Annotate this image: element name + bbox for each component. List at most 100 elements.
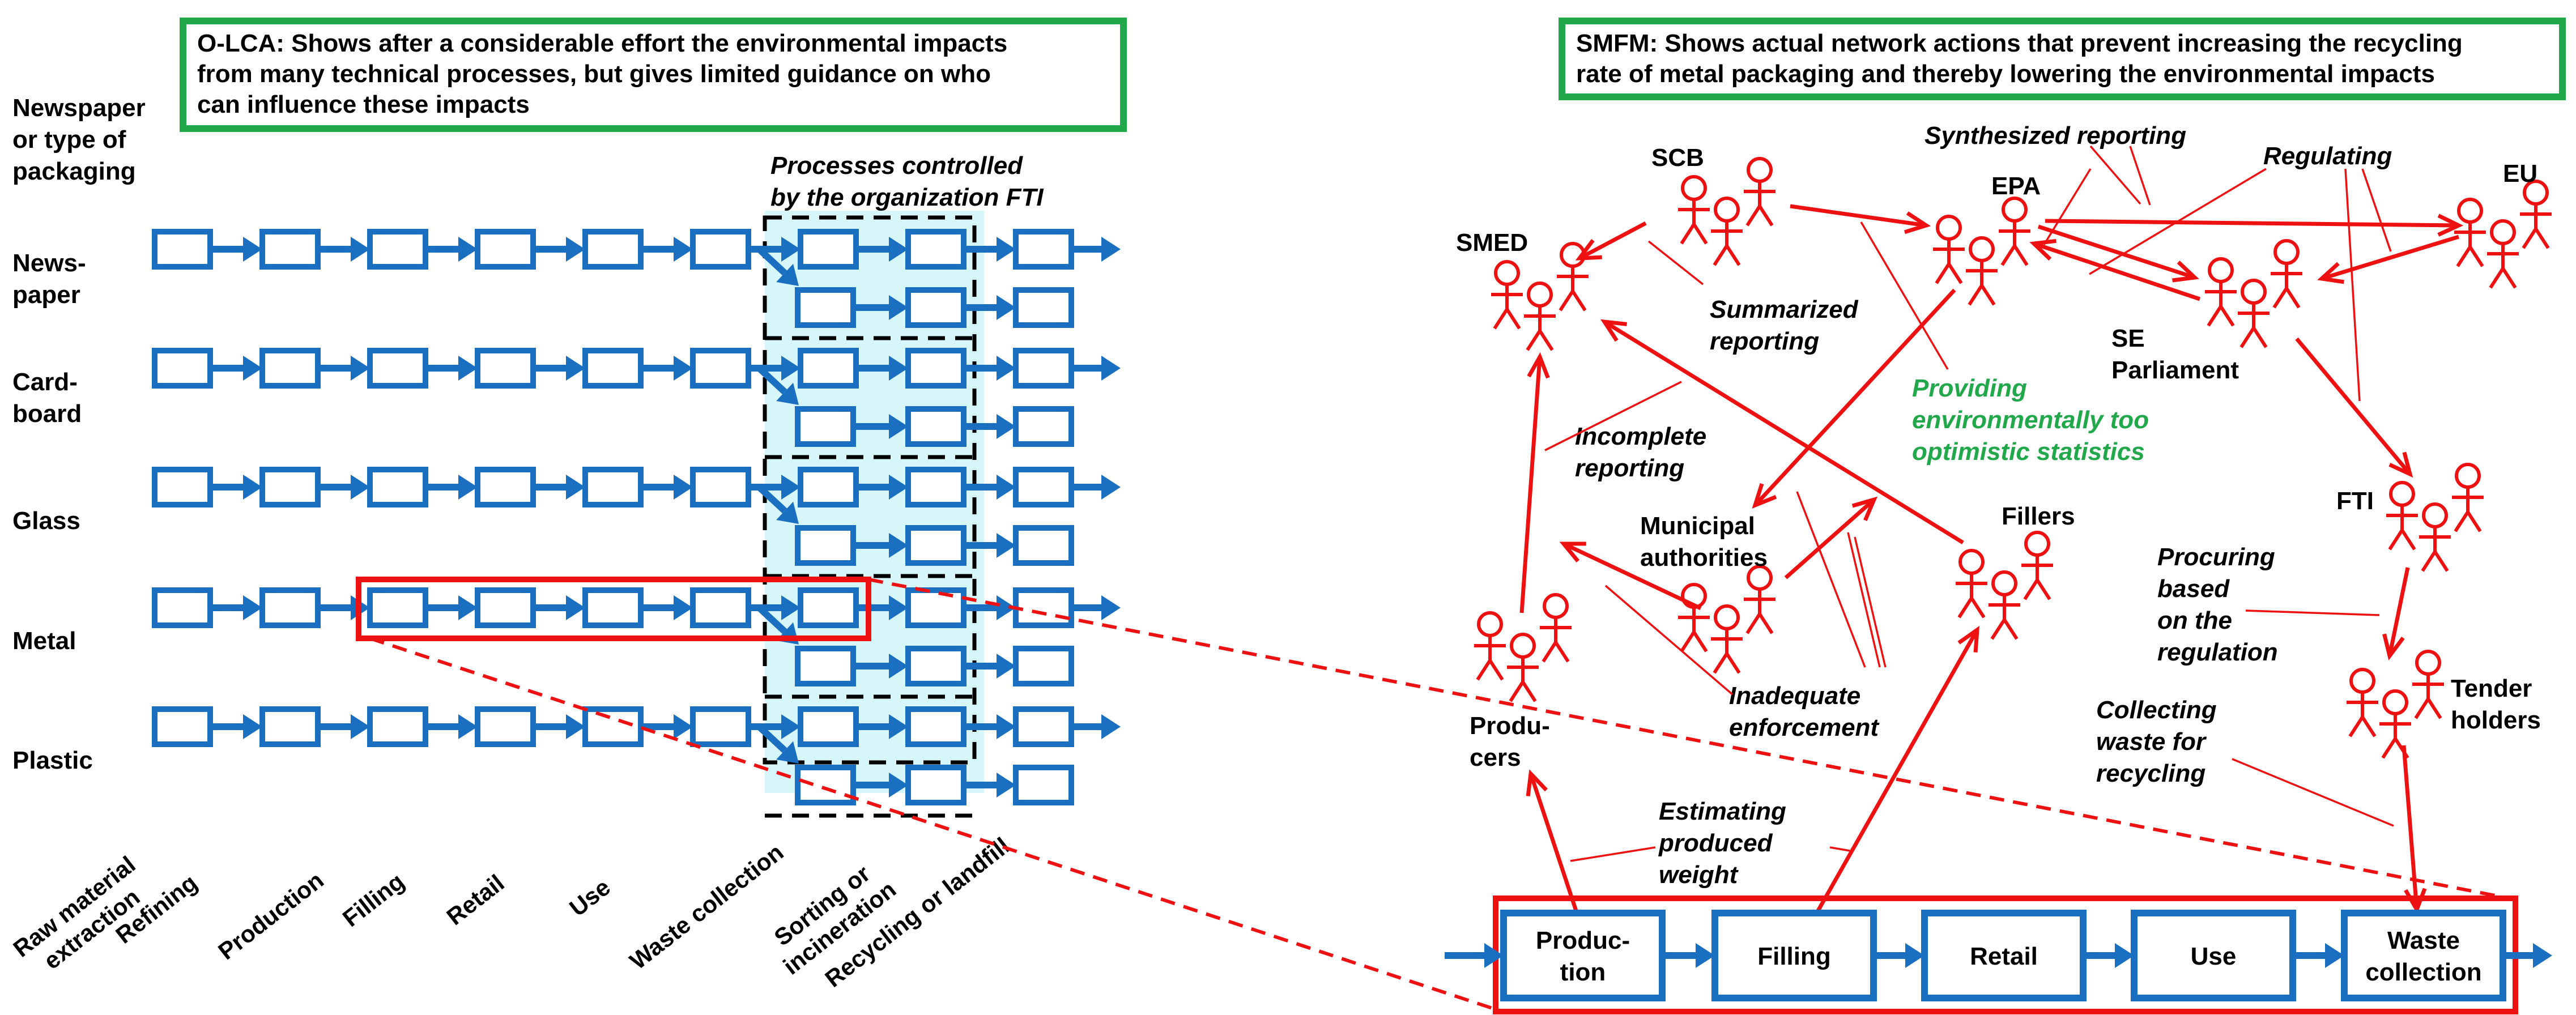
flow-arrow bbox=[748, 237, 801, 262]
callout-line-5 bbox=[2089, 168, 2267, 275]
callout-line-15 bbox=[1570, 846, 1656, 862]
row-label-line: Glass bbox=[12, 507, 80, 535]
actor-label-producers-line: Produ- bbox=[1470, 712, 1550, 740]
process-box bbox=[582, 467, 644, 508]
row-label: Plastic bbox=[12, 747, 93, 774]
callout-line-1 bbox=[2129, 146, 2151, 206]
process-box bbox=[905, 229, 966, 270]
flow-arrow bbox=[210, 237, 262, 262]
network-arrow-fti-to-tender bbox=[2382, 567, 2410, 661]
actor-label-producers-line: cers bbox=[1470, 744, 1521, 771]
flow-arrow bbox=[856, 595, 908, 620]
process-box bbox=[367, 706, 428, 747]
process-box bbox=[475, 348, 536, 389]
network-arrow-scb-to-epa bbox=[1790, 204, 1931, 234]
flow-arrow bbox=[856, 714, 908, 739]
actor-group-parliament bbox=[2205, 239, 2302, 348]
network-arrow-parliament-to-fti bbox=[2295, 337, 2413, 478]
flow-arrow bbox=[533, 356, 585, 381]
flow-arrow bbox=[748, 475, 801, 500]
flow-arrow bbox=[210, 475, 262, 500]
process-box bbox=[259, 348, 321, 389]
process-box bbox=[1013, 646, 1074, 686]
process-box bbox=[582, 587, 644, 628]
flow-arrow bbox=[964, 414, 1016, 439]
process-box bbox=[475, 706, 536, 747]
flow-arrow bbox=[425, 475, 478, 500]
flow-arrow bbox=[748, 595, 801, 620]
olca-header-text-line: can influence these impacts bbox=[197, 91, 530, 118]
stage-label-4-line: Retail bbox=[442, 869, 509, 930]
action-label-estimating-line: produced bbox=[1658, 829, 1773, 857]
flow-arrow bbox=[533, 237, 585, 262]
callout-line-10 bbox=[1847, 532, 1881, 668]
process-box bbox=[152, 348, 213, 389]
network-arrow-epa-to-parliament bbox=[2037, 224, 2199, 283]
process-box bbox=[1013, 587, 1074, 628]
row-label: News-paper bbox=[12, 249, 86, 309]
network-arrow-production-to-producers bbox=[1526, 769, 1578, 912]
olca-header-text-line: O-LCA: Shows after a considerable effort… bbox=[197, 29, 1007, 57]
chain-label-0-line: tion bbox=[1560, 958, 1606, 986]
process-row-0: News-paper bbox=[12, 249, 86, 309]
row-header-line: or type of bbox=[12, 126, 126, 153]
row-label-line: Card- bbox=[12, 368, 78, 396]
chain-flow-out bbox=[2503, 943, 2552, 968]
action-label-procuring-line: Procuring bbox=[2157, 543, 2275, 571]
process-box bbox=[795, 287, 856, 328]
row-label-line: paper bbox=[12, 281, 80, 309]
process-box bbox=[905, 587, 966, 628]
chain-label-4-line: collection bbox=[2365, 958, 2481, 986]
branch-arrow bbox=[756, 724, 799, 764]
process-box bbox=[1013, 706, 1074, 747]
flow-arrow bbox=[856, 475, 908, 500]
network-arrow-fillers-to-smed bbox=[1600, 319, 1964, 544]
olca-header-box bbox=[180, 18, 1127, 132]
smfm-header-text: SMFM: Shows actual network actions that … bbox=[1576, 29, 2463, 88]
stage-label-5-line: Use bbox=[564, 873, 615, 921]
chain-flow-arrow bbox=[1874, 943, 1924, 968]
process-box bbox=[1013, 765, 1074, 805]
flow-arrow bbox=[856, 356, 908, 381]
fti-label-line: by the organization FTI bbox=[770, 184, 1044, 211]
projection-line-lower bbox=[369, 637, 1496, 1011]
actor-group-scb bbox=[1678, 157, 1775, 266]
flow-arrow bbox=[641, 595, 693, 620]
flow-arrow bbox=[318, 475, 370, 500]
process-box bbox=[690, 706, 751, 747]
actor-group-smed bbox=[1491, 242, 1589, 351]
action-label-procuring-line: based bbox=[2157, 575, 2230, 603]
flow-arrow bbox=[964, 533, 1016, 558]
row-label-line: Metal bbox=[12, 627, 76, 655]
chain-flow-in bbox=[1445, 943, 1504, 968]
chain-flow-arrow bbox=[2083, 943, 2134, 968]
callout-line-8 bbox=[1544, 381, 1682, 451]
actor-group-fti bbox=[2386, 463, 2484, 572]
flow-arrow bbox=[210, 714, 262, 739]
stage-label-4: Retail bbox=[442, 869, 509, 930]
smfm-header-text-line: SMFM: Shows actual network actions that … bbox=[1576, 29, 2463, 57]
action-label-procuring-line: regulation bbox=[2157, 638, 2278, 666]
process-box bbox=[798, 467, 859, 508]
process-box bbox=[259, 229, 321, 270]
flow-arrow bbox=[964, 237, 1016, 262]
flow-arrow bbox=[533, 475, 585, 500]
actor-group-epa bbox=[1933, 197, 2030, 306]
process-box bbox=[1013, 229, 1074, 270]
chain-label-0-line: Produc- bbox=[1536, 927, 1630, 954]
callout-line-2 bbox=[2043, 168, 2092, 245]
actor-group-municipal bbox=[1678, 565, 1775, 674]
flow-arrow bbox=[641, 714, 693, 739]
process-box bbox=[259, 587, 321, 628]
process-box bbox=[795, 525, 856, 566]
process-box bbox=[152, 587, 213, 628]
network-arrow-filling-to-fillers bbox=[1816, 625, 1980, 912]
olca-header-text: O-LCA: Shows after a considerable effort… bbox=[197, 29, 1007, 118]
actor-label-municipal-line: authorities bbox=[1640, 544, 1768, 572]
